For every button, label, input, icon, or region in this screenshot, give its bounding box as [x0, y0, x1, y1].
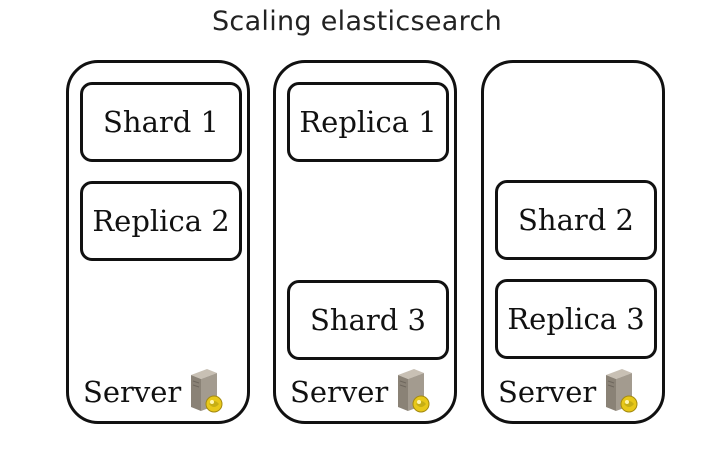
server-label: Server — [290, 375, 389, 409]
server-icon — [191, 369, 223, 413]
shard-box: Shard 1 — [80, 82, 242, 162]
shard-box: Shard 2 — [495, 180, 657, 260]
server-icon — [398, 369, 430, 413]
server-node-2: Replica 1 Shard 3 Server — [273, 60, 457, 424]
shard-box: Shard 3 — [287, 280, 449, 360]
server-label: Server — [498, 375, 597, 409]
server-footer: Server — [498, 367, 640, 413]
server-node-1: Shard 1 Replica 2 Server — [66, 60, 250, 424]
replica-box: Replica 1 — [287, 82, 449, 162]
server-footer: Server — [290, 367, 432, 413]
server-icon — [606, 369, 638, 413]
server-node-3: Shard 2 Replica 3 Server — [481, 60, 665, 424]
server-footer: Server — [83, 367, 225, 413]
diagram-title: Scaling elasticsearch — [211, 6, 502, 37]
replica-box: Replica 3 — [495, 279, 657, 359]
replica-box: Replica 2 — [80, 181, 242, 261]
server-label: Server — [83, 375, 182, 409]
